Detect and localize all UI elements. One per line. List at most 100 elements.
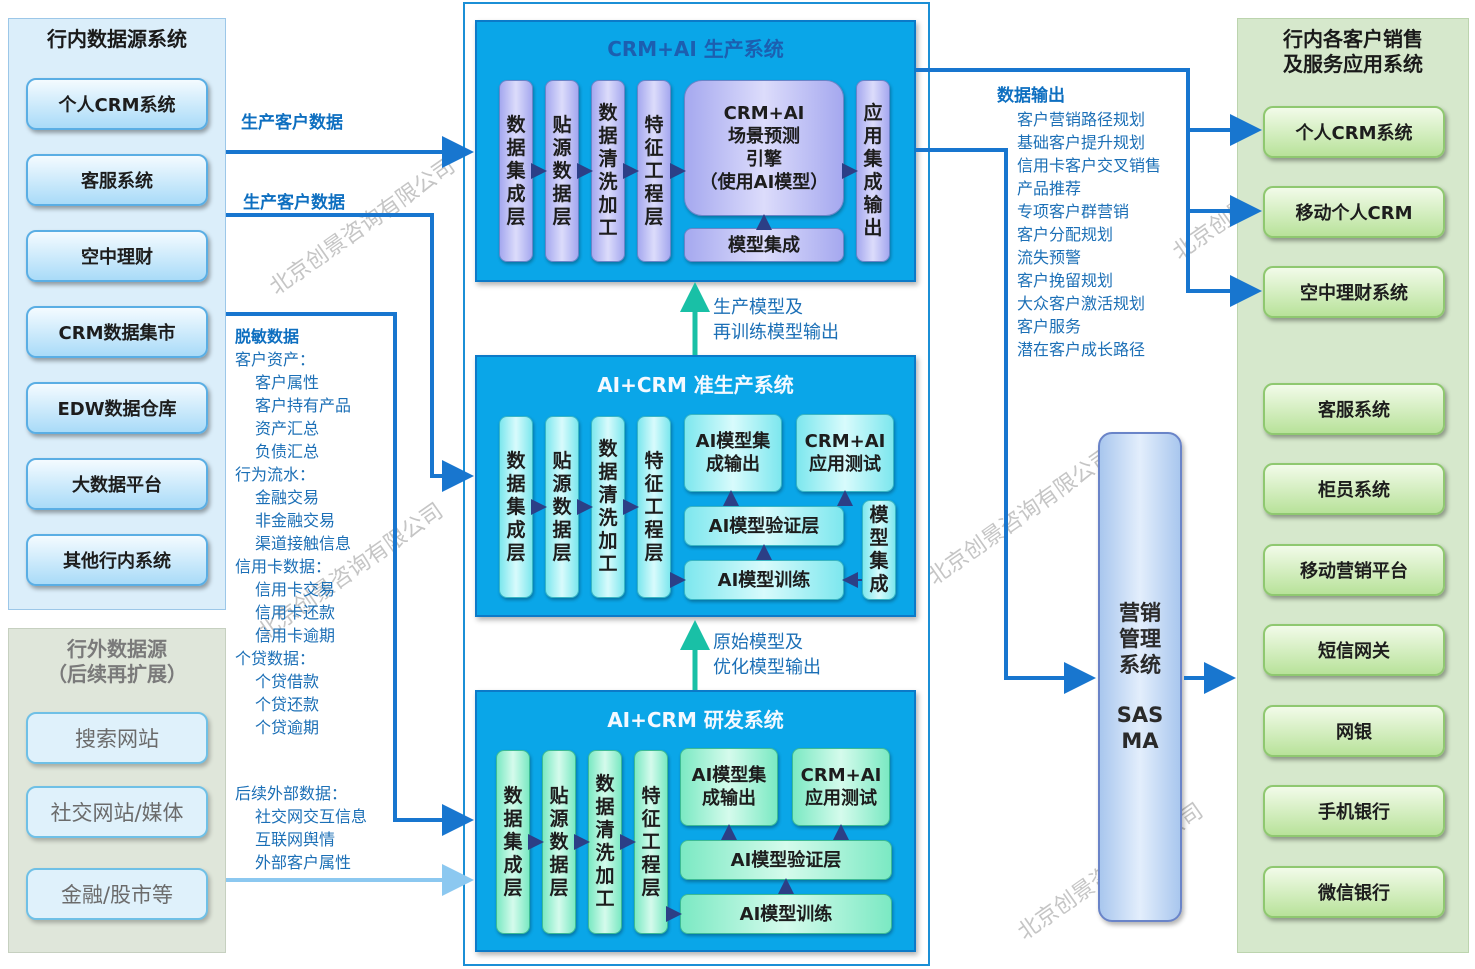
column-char: 洗 <box>595 842 615 864</box>
engine-line-2: 场景预测 <box>728 126 800 147</box>
rd-system-title: AI+CRM 研发系统 <box>607 708 784 732</box>
rd-model-train: AI模型训练 <box>680 894 892 934</box>
watermark: 北京创景咨询有限公司 <box>923 443 1119 591</box>
target-wechat-banking[interactable]: 微信银行 <box>1263 866 1445 918</box>
column-char: 据 <box>503 807 523 830</box>
column-char: 源 <box>549 807 569 830</box>
desensitized-item: 个贷借款 <box>255 672 320 691</box>
column-char: 程 <box>644 182 664 205</box>
desensitized-item: 负债汇总 <box>255 442 320 461</box>
data-output-item: 客户挽留规划 <box>1017 271 1114 290</box>
external-data-item: 社交网交互信息 <box>255 807 368 826</box>
source-air-finance[interactable]: 空中理财 <box>26 230 208 282</box>
column-char: 数 <box>595 773 615 795</box>
source-other-internal[interactable]: 其他行内系统 <box>26 534 208 586</box>
column-char: 层 <box>503 876 523 899</box>
column-char: 数 <box>506 113 526 136</box>
rd-col-data-integration: 数据集成层 <box>496 750 530 934</box>
target-sms-gateway[interactable]: 短信网关 <box>1263 624 1445 676</box>
target-personal-crm[interactable]: 个人CRM系统 <box>1263 106 1445 158</box>
source-big-data-platform[interactable]: 大数据平台 <box>26 458 208 510</box>
source-social-media[interactable]: 社交网站/媒体 <box>26 786 208 838</box>
target-air-finance[interactable]: 空中理财系统 <box>1263 266 1445 318</box>
column-char: 清 <box>598 148 618 170</box>
column-char: 征 <box>644 472 664 495</box>
column-char: 加 <box>595 865 615 887</box>
target-mobile-marketing[interactable]: 移动营销平台 <box>1263 544 1445 596</box>
quasi-ai-model-output: AI模型集成输出 <box>684 414 782 492</box>
column-char: 工 <box>595 888 615 910</box>
desensitized-item: 金融交易 <box>255 488 320 507</box>
column-char: 据 <box>598 461 618 483</box>
data-output-item: 产品推荐 <box>1017 179 1082 198</box>
desensitized-item: 信用卡逾期 <box>255 626 336 645</box>
column-char: 成 <box>506 518 526 541</box>
rd-model-verify: AI模型验证层 <box>680 840 892 880</box>
desensitized-item: 渠道接触信息 <box>255 534 352 553</box>
column-char: 数 <box>552 159 572 182</box>
source-customer-service[interactable]: 客服系统 <box>26 154 208 206</box>
external-data-item: 外部客户属性 <box>255 853 352 872</box>
column-char: 数 <box>552 495 572 518</box>
rd-col-source-data: 贴源数据层 <box>542 750 576 934</box>
target-mobile-crm[interactable]: 移动个人CRM <box>1263 186 1445 238</box>
rd-col-data-cleaning: 数据清洗加工 <box>588 750 622 934</box>
prod-model-integration: 模型集成 <box>684 228 844 262</box>
marketing-management-system[interactable]: 营销 管理 系统 SAS MA <box>1098 432 1182 922</box>
column-char: 数 <box>598 102 618 124</box>
desensitized-category: 信用卡数据： <box>235 557 332 576</box>
column-char: 据 <box>595 796 615 818</box>
column-char: 工 <box>641 830 661 853</box>
desensitized-item: 客户属性 <box>255 373 320 392</box>
column-char: 层 <box>506 541 526 564</box>
column-char: 程 <box>641 853 661 876</box>
column-char: 清 <box>595 819 615 841</box>
rd-app-test: CRM+AI应用测试 <box>792 748 890 826</box>
column-char: 层 <box>552 541 572 564</box>
quasi-model-verify: AI模型验证层 <box>684 506 844 546</box>
external-sources-title-1: 行外数据源 <box>67 637 167 661</box>
desensitized-item: 个贷还款 <box>255 695 320 714</box>
marketing-line-4: SAS <box>1116 703 1164 727</box>
target-teller-system[interactable]: 柜员系统 <box>1263 463 1445 515</box>
source-finance-stock[interactable]: 金融/股市等 <box>26 868 208 920</box>
desensitized-item: 个贷逾期 <box>255 718 320 737</box>
column-char: 据 <box>552 518 572 541</box>
external-data-item: 互联网舆情 <box>255 830 336 849</box>
rd-ai-model-output: AI模型集成输出 <box>680 748 778 826</box>
marketing-line-3: 系统 <box>1119 653 1161 677</box>
column-char: 洗 <box>598 507 618 529</box>
external-data-heading: 后续外部数据： <box>235 784 348 803</box>
column-char: 数 <box>598 438 618 460</box>
target-customer-service[interactable]: 客服系统 <box>1263 383 1445 435</box>
quasi-col-model-integration: 模型集成 <box>862 500 896 600</box>
target-systems-title-1: 行内各客户销售 <box>1283 27 1423 51</box>
column-char: 数 <box>503 784 523 807</box>
quasi-system-title: AI+CRM 准生产系统 <box>597 373 794 397</box>
quasi-col-data-integration: 数据集成层 <box>499 416 533 598</box>
production-system-title: CRM+AI 生产系统 <box>607 37 784 61</box>
prediction-engine: CRM+AI 场景预测 引擎 （使用AI模型） <box>684 80 844 216</box>
column-char: 清 <box>598 484 618 506</box>
column-char: 程 <box>644 518 664 541</box>
source-personal-crm[interactable]: 个人CRM系统 <box>26 78 208 130</box>
column-char: 集 <box>503 830 523 853</box>
target-mobile-banking[interactable]: 手机银行 <box>1263 785 1445 837</box>
column-char: 工 <box>644 495 664 518</box>
column-char: 数 <box>549 830 569 853</box>
column-char: 据 <box>506 472 526 495</box>
source-crm-datamart[interactable]: CRM数据集市 <box>26 306 208 358</box>
data-output-item: 客户分配规划 <box>1017 225 1114 244</box>
data-output-item: 客户服务 <box>1017 317 1082 336</box>
column-char: 用 <box>863 125 883 147</box>
desensitized-item: 信用卡交易 <box>255 580 336 599</box>
column-char: 成 <box>503 853 523 876</box>
source-edw-warehouse[interactable]: EDW数据仓库 <box>26 382 208 434</box>
column-char: 模 <box>869 504 889 526</box>
source-search-sites[interactable]: 搜索网站 <box>26 712 208 764</box>
engine-line-1: CRM+AI <box>723 103 805 124</box>
target-online-banking[interactable]: 网银 <box>1263 705 1445 757</box>
quasi-col-source-data: 贴源数据层 <box>545 416 579 598</box>
marketing-line-2: 管理 <box>1119 627 1161 651</box>
marketing-line-1: 营销 <box>1119 601 1161 625</box>
